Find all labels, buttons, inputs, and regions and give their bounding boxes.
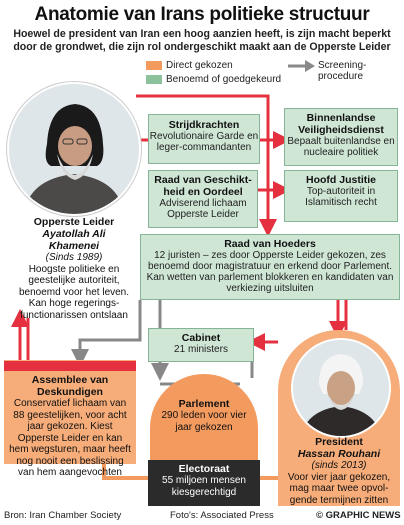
parliament-box: Parlement 290 leden voor vier jaar gekoz… (150, 374, 258, 460)
expediency-council-body: Adviserend lichaam Opperste Leider (159, 198, 247, 220)
guardian-council-title: Raad van Hoeders (224, 238, 316, 250)
arrow-electorate-assembly (102, 462, 148, 480)
expediency-council-box: Raad van Geschikt-heid en Oordeel Advise… (148, 170, 258, 228)
guardian-council-body: 12 juristen – zes door Opperste Leider g… (146, 250, 394, 294)
footer-source: Bron: Iran Chamber Society (4, 510, 122, 521)
cabinet-box: Cabinet 21 ministers (148, 328, 254, 362)
security-service-title: Binnenlandse Veiligheidsdienst (298, 112, 384, 136)
electorate-title: Electoraat (178, 463, 230, 475)
expediency-council-title: Raad van Geschikt-heid en Oordeel (154, 174, 252, 198)
guardian-council-box: Raad van Hoeders 12 juristen – zes door … (140, 234, 400, 300)
judiciary-title: Hoofd Justitie (306, 174, 376, 186)
leader-portrait-image (9, 84, 139, 214)
legend-label-direct: Direct gekozen (166, 60, 233, 71)
legend-swatch-appointed (146, 75, 162, 84)
screening-arrow-assembly (71, 300, 142, 367)
legend-label-screening: Screening-procedure (318, 60, 367, 82)
president-box: President Hassan Rouhani (sinds 2013) Vo… (278, 330, 400, 506)
assembly-seal-banner (4, 361, 136, 371)
cabinet-title: Cabinet (181, 332, 221, 344)
armed-forces-box: Strijdkrachten Revolutionaire Garde en l… (148, 114, 260, 164)
security-service-body: Bepaalt buitenlandse en nucleaire politi… (287, 136, 395, 158)
leader-name: Ayatollah Ali Khamenei (42, 228, 106, 252)
security-service-box: Binnenlandse Veiligheidsdienst Bepaalt b… (284, 108, 398, 166)
assembly-of-experts-box: Assemblee van Deskundigen Conservatief l… (4, 360, 136, 478)
page-subtitle: Hoewel de president van Iran een hoog aa… (13, 28, 391, 53)
leader-title: Opperste Leider (33, 216, 115, 228)
president-body: Voor vier jaar gekozen, mag maar twee op… (287, 471, 391, 506)
legend-screening-arrow-icon (288, 60, 315, 72)
armed-forces-title: Strijdkrachten (168, 119, 240, 131)
parliament-body: 290 leden voor vier jaar gekozen (161, 410, 247, 433)
footer-brand: © GRAPHIC NEWS (316, 510, 401, 521)
assembly-body: Conservatief lichaam van 88 geestelijken… (9, 398, 131, 478)
president-text-block: President Hassan Rouhani (sinds 2013) Vo… (278, 436, 400, 506)
armed-forces-body: Revolutionaire Garde en leger-commandant… (149, 131, 259, 153)
assembly-title: Assemblee van Deskundigen (31, 374, 109, 398)
president-since: (sinds 2013) (311, 460, 367, 471)
president-portrait (291, 338, 391, 438)
leader-since: (Sinds 1989) (45, 252, 103, 263)
judiciary-body: Top-autoriteit in Islamitisch recht (305, 186, 377, 208)
leader-portrait (7, 82, 141, 216)
electorate-body: 55 miljoen mensen kiesgerechtigd (162, 475, 246, 498)
page-title: Anatomie van Irans politieke structuur (34, 4, 370, 25)
parliament-title: Parlement (178, 398, 230, 410)
leader-text-block: Opperste Leider Ayatollah Ali Khamenei (… (6, 216, 142, 321)
president-role: President (315, 436, 363, 448)
legend-swatch-direct (146, 61, 162, 70)
legend-label-appointed: Benoemd of goedgekeurd (166, 74, 282, 85)
judiciary-box: Hoofd Justitie Top-autoriteit in Islamit… (284, 170, 398, 222)
president-portrait-image (293, 340, 389, 436)
leader-description: Hoogste politieke en geestelijke autorit… (18, 263, 130, 321)
footer-photos: Foto's: Associated Press (170, 510, 274, 521)
cabinet-body: 21 ministers (174, 344, 228, 355)
electorate-box: Electoraat 55 miljoen mensen kiesgerecht… (148, 460, 260, 506)
president-name: Hassan Rouhani (297, 448, 381, 460)
